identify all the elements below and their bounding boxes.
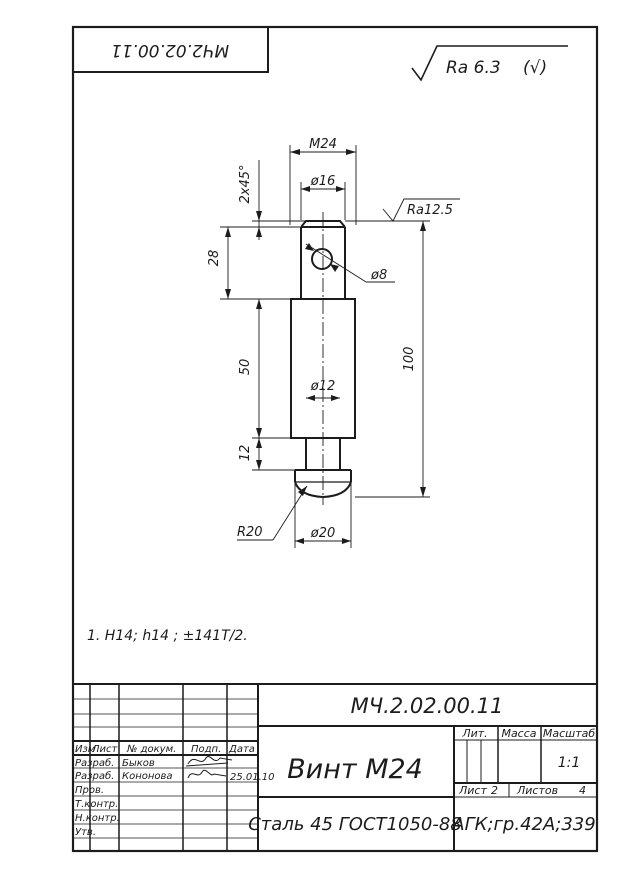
svg-text:Листов: Листов	[516, 784, 558, 797]
developer-name-1: Быков	[122, 758, 155, 769]
dim-hole: ø8	[370, 268, 387, 283]
dim-thread: М24	[309, 137, 337, 152]
svg-text:Лист: Лист	[458, 784, 487, 797]
scale-value: 1:1	[558, 755, 581, 771]
svg-text:Лист: Лист	[91, 744, 119, 755]
dim-dia12: ø12	[310, 379, 336, 394]
developer-name-2: Кононова	[122, 771, 173, 782]
dim-len50: 50	[238, 359, 253, 376]
top-stamp-text: МЧ2.02.00.11	[111, 40, 229, 60]
svg-text:Масса: Масса	[501, 727, 536, 740]
outer-frame	[71, 25, 599, 853]
dim-dia16: ø16	[310, 174, 336, 189]
svg-text:Т.контр.: Т.контр.	[75, 799, 118, 810]
dim-len100: 100	[402, 347, 417, 372]
svg-text:Изм: Изм	[75, 744, 96, 755]
svg-text:№ докум.: № докум.	[126, 744, 176, 755]
svg-text:Н.контр.: Н.контр.	[75, 813, 120, 824]
svg-text:Утв.: Утв.	[75, 827, 96, 838]
sign-date: 25.01.10	[230, 772, 275, 783]
dim-chamfer: 2х45°	[238, 164, 253, 203]
dimension-labels: М24 ø16 2х45° Ra12.5 28 ø8 50 100 ø12 12…	[207, 137, 453, 541]
dim-len12: 12	[238, 445, 253, 462]
organization: АГК;гр.42А;339	[451, 814, 595, 835]
dim-rough-local: Ra12.5	[407, 203, 453, 218]
dimension-arrows	[225, 149, 426, 544]
screw-part-view	[290, 212, 356, 505]
svg-text:Лит.: Лит.	[461, 727, 487, 740]
dim-radius: R20	[237, 525, 263, 540]
title-block-text: МЧ.2.02.00.11 Винт М24 Сталь 45 ГОСТ1050…	[75, 694, 596, 838]
svg-text:2: 2	[491, 784, 498, 797]
signatures	[185, 756, 233, 779]
dim-len28: 28	[207, 250, 222, 267]
svg-text:Дата: Дата	[228, 744, 255, 755]
designation: МЧ.2.02.00.11	[351, 694, 504, 718]
svg-text:Пров.: Пров.	[75, 785, 104, 796]
svg-text:Разраб.: Разраб.	[75, 757, 114, 769]
svg-text:Подп.: Подп.	[191, 744, 221, 755]
material: Сталь 45 ГОСТ1050-88	[248, 814, 462, 835]
svg-text:Масштаб: Масштаб	[543, 727, 595, 740]
svg-text:(√): (√)	[523, 58, 547, 78]
svg-text:Разраб.: Разраб.	[75, 770, 114, 782]
part-name: Винт М24	[287, 754, 423, 785]
tolerance-note: 1. Н14; h14 ; ±141Т/2.	[87, 628, 248, 644]
svg-text:Ra 6.3: Ra 6.3	[446, 58, 501, 78]
title-block-lines	[73, 683, 597, 851]
top-stamp-frame	[73, 27, 269, 73]
dim-dia20: ø20	[310, 526, 336, 541]
hole-circle	[311, 248, 333, 270]
dimension-lines	[220, 145, 460, 548]
svg-text:4: 4	[579, 784, 586, 797]
roughness-general-symbol: Ra 6.3 (√)	[411, 45, 568, 82]
